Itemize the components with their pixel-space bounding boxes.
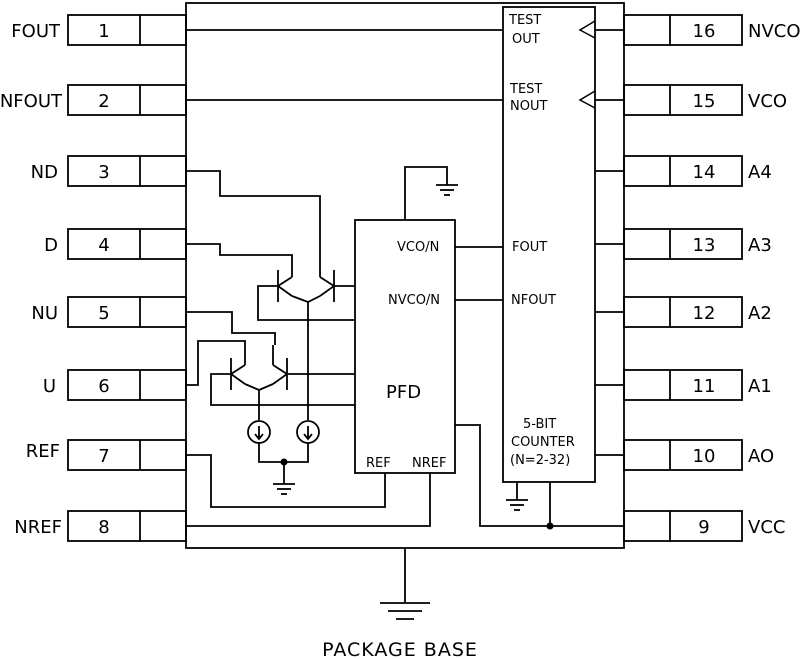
left-pins: 1 FOUT 2 NFOUT 3 ND 4 D 5 NU [0,14,187,542]
test-out-label-1: TEST [508,13,541,28]
pin-14: 14 A4 [623,155,772,187]
pfd-title: PFD [386,382,421,403]
pin-13-label: A3 [748,235,772,256]
package-base-label: PACKAGE BASE [322,639,478,659]
pfd-vco-n-label: VCO/N [397,240,439,255]
pin-5-number: 5 [98,303,109,324]
counter-range-label: (N=2-32) [510,453,570,468]
pfd-nref-label: NREF [412,456,446,471]
pin-7-label: REF [26,441,60,462]
pin-16-label: NVCO [748,21,800,42]
pin-15-label: VCO [748,91,787,112]
pin-3-label: ND [31,162,58,183]
pin-11: 11 A1 [623,369,772,401]
pin-3: 3 ND [31,155,187,187]
pin-1-label: FOUT [11,21,61,42]
pin-1-number: 1 [98,21,109,42]
pin-15: 15 VCO [623,84,787,116]
pin-9-number: 9 [698,517,709,538]
pin-12: 12 A2 [623,296,772,328]
pin-15-number: 15 [693,91,716,112]
pin-4-label: D [44,235,58,256]
test-nout-label-1: TEST [509,82,542,97]
pin-8-label: NREF [14,517,62,538]
pin-6-label: U [43,376,56,397]
pin-2-label: NFOUT [0,91,63,112]
pin-6: 6 U [43,369,187,401]
pin-11-label: A1 [748,376,772,397]
pin-9-label: VCC [748,517,785,538]
pin-5-label: NU [31,303,58,324]
test-out-marker [578,20,596,39]
pin-13: 13 A3 [623,228,772,260]
pin-10-number: 10 [693,446,716,467]
pin-10-label: AO [748,446,774,467]
counter-fout-label: FOUT [512,240,547,255]
pfd-ref-label: REF [366,456,391,471]
pin-2-number: 2 [98,91,109,112]
pin-7-number: 7 [98,446,109,467]
pin-4: 4 D [44,228,187,260]
pin-11-number: 11 [693,376,716,397]
pin-5: 5 NU [31,296,187,328]
test-nout-label-2: NOUT [510,99,547,114]
test-out-label-2: OUT [512,32,540,47]
pin-2: 2 NFOUT [0,84,187,116]
pfd-nvco-n-label: NVCO/N [388,293,440,308]
counter-nfout-label: NFOUT [511,293,556,308]
pin-14-number: 14 [693,162,716,183]
counter-block: TEST OUT TEST NOUT FOUT NFOUT 5-BIT COUN… [502,6,596,483]
pin-6-number: 6 [98,376,109,397]
pin-13-number: 13 [693,235,716,256]
pin-8-number: 8 [98,517,109,538]
pin-1: 1 FOUT [11,14,187,46]
pin-7: 7 REF [26,439,187,471]
pin-9: 9 VCC [623,510,785,542]
right-pins: 16 NVCO 15 VCO 14 A4 13 A3 12 A2 [623,14,800,542]
counter-bits-label: 5-BIT [523,417,556,432]
pin-16: 16 NVCO [623,14,800,46]
pin-3-number: 3 [98,162,109,183]
test-nout-marker [578,90,596,109]
wiring [186,29,624,620]
pin-10: 10 AO [623,439,774,471]
pin-16-number: 16 [693,21,716,42]
counter-name-label: COUNTER [511,435,575,450]
pin-14-label: A4 [748,162,772,183]
pin-12-number: 12 [693,303,716,324]
pfd-block: VCO/N NVCO/N PFD REF NREF [354,219,456,474]
pin-4-number: 4 [98,235,109,256]
pin-8: 8 NREF [14,510,187,542]
pin-12-label: A2 [748,303,772,324]
